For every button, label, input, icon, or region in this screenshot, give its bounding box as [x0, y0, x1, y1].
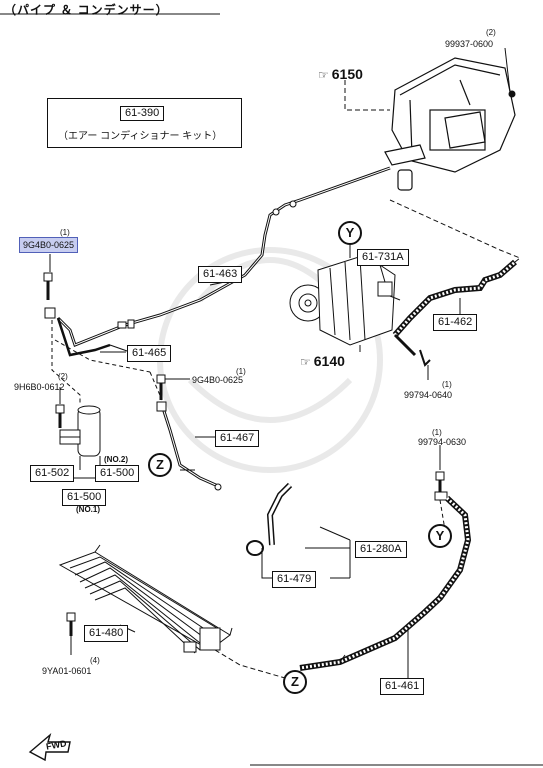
bolt-9g4b0-mid-qty: (1) — [236, 367, 246, 376]
bolt-99794-0630-qty: (1) — [432, 428, 442, 437]
part-61-480[interactable]: 61-480 — [84, 625, 129, 642]
label-no2: (NO.2) — [104, 455, 128, 464]
bolt-9g4b0-top-qty: (1) — [60, 228, 70, 237]
part-61-465[interactable]: 61-465 — [127, 345, 172, 362]
marker-y-bottom: Y — [428, 524, 452, 548]
ref-heater-unit[interactable]: ☞6150 — [318, 66, 363, 82]
part-61-479[interactable]: 61-479 — [272, 571, 317, 588]
bolt-99794-0640-code[interactable]: 99794-0640 — [404, 390, 453, 400]
ref-compressor[interactable]: ☞6140 — [300, 353, 345, 369]
part-61-502[interactable]: 61-502 — [30, 465, 75, 482]
part-61-462[interactable]: 61-462 — [433, 314, 478, 331]
part-61-461[interactable]: 61-461 — [380, 678, 425, 695]
kit-box: 61-390 （エアー コンディショナー キット） — [47, 98, 242, 148]
part-61-467[interactable]: 61-467 — [215, 430, 260, 447]
condenser — [58, 551, 231, 654]
label-no1: (NO.1) — [76, 505, 100, 514]
bolt-99937-code[interactable]: 99937-0600 — [445, 39, 494, 49]
kit-name: （エアー コンディショナー キット） — [58, 131, 223, 142]
diagram-header: （パイプ ＆ コンデンサー） — [4, 3, 169, 17]
part-61-500-no2[interactable]: 61-500 — [95, 465, 140, 482]
reference-arrow-icon: ☞ — [300, 355, 311, 369]
part-61-280a[interactable]: 61-280A — [355, 541, 407, 558]
part-61-463[interactable]: 61-463 — [198, 266, 243, 283]
kit-code[interactable]: 61-390 — [120, 106, 165, 121]
bolt-99794-0630-code[interactable]: 99794-0630 — [418, 437, 467, 447]
bolt-9ya01-qty: (4) — [90, 656, 100, 665]
compressor — [289, 254, 396, 346]
bolt-9h6b0-code[interactable]: 9H6B0-0612 — [14, 382, 65, 392]
marker-z-top: Z — [148, 453, 172, 477]
marker-y-top: Y — [338, 221, 362, 245]
receiver-drier — [59, 405, 101, 457]
bolt-9g4b0-top-code[interactable]: 9G4B0-0625 — [19, 237, 79, 253]
heater-unit — [384, 57, 516, 191]
bolt-9h6b0-qty: (2) — [58, 372, 68, 381]
marker-z-bottom: Z — [283, 670, 307, 694]
bolt-99794-0640-qty: (1) — [442, 380, 452, 389]
part-61-500-no1[interactable]: 61-500 — [62, 489, 107, 506]
bolt-9g4b0-mid-code[interactable]: 9G4B0-0625 — [192, 375, 244, 385]
reference-arrow-icon: ☞ — [318, 68, 329, 82]
bolt-9ya01-code[interactable]: 9YA01-0601 — [42, 666, 92, 676]
part-61-731a[interactable]: 61-731A — [357, 249, 409, 266]
bolt-99937-qty: (2) — [486, 28, 496, 37]
